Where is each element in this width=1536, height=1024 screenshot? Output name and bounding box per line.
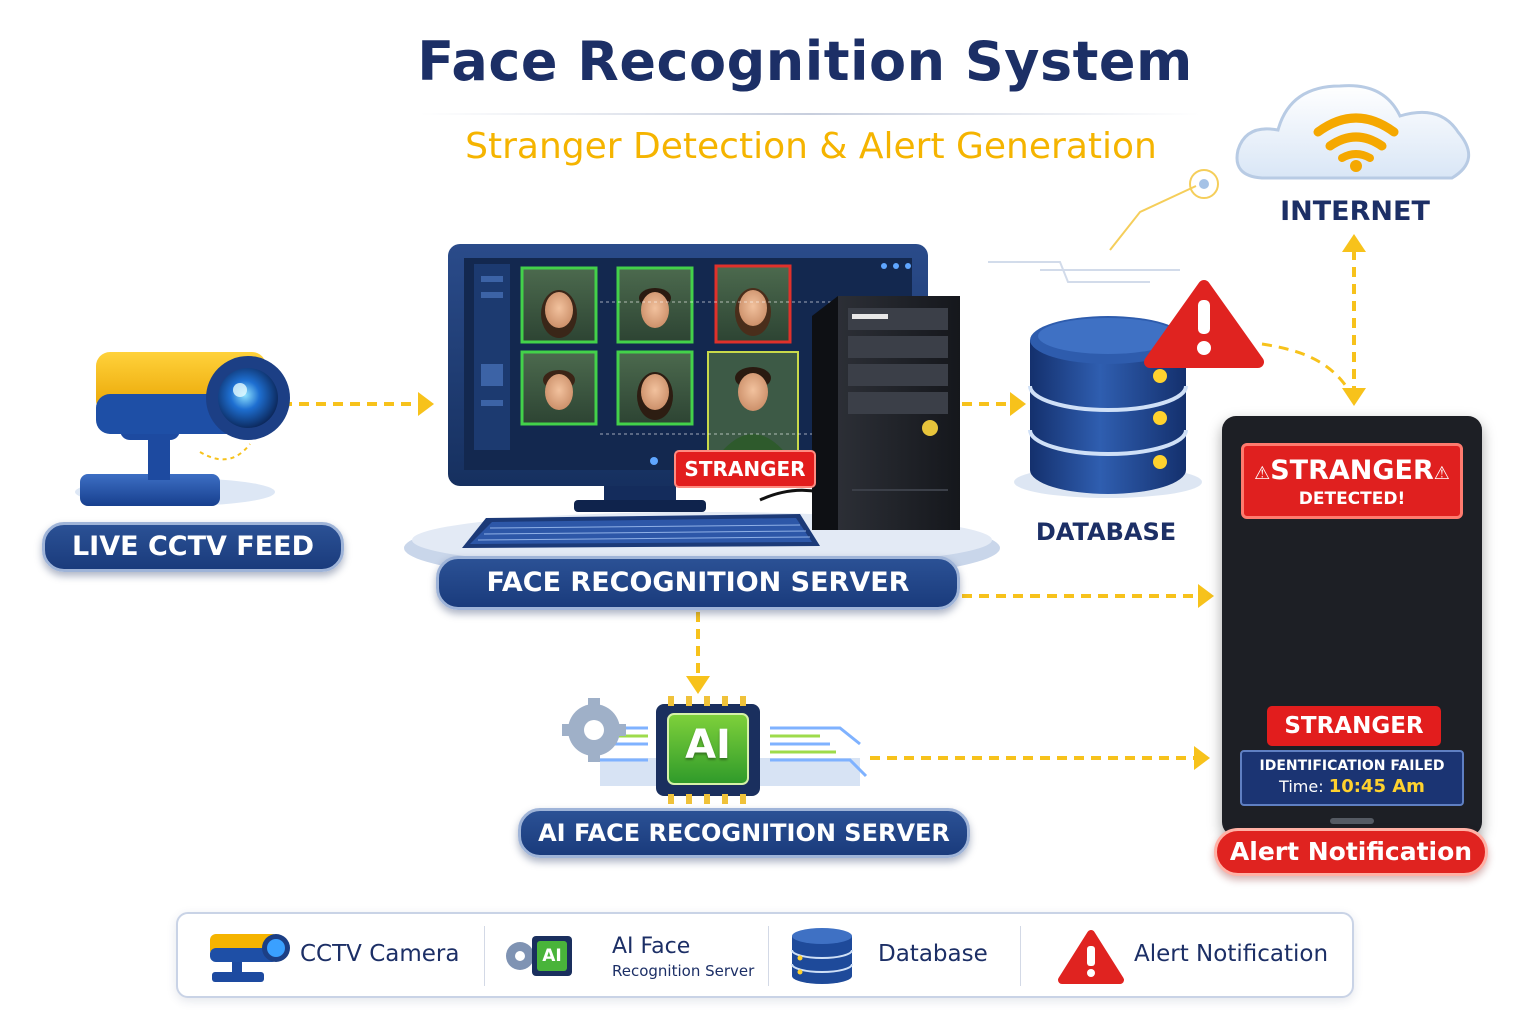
stranger-detected-banner: ⚠STRANGER⚠ DETECTED! — [1241, 443, 1463, 519]
legend-cctv-camera-icon — [210, 934, 290, 982]
time-label: Time: — [1279, 777, 1324, 796]
legend-ai-chip-text: AI — [542, 946, 562, 966]
server-stranger-tag: STRANGER — [674, 450, 816, 488]
live-cctv-feed-label: LIVE CCTV FEED — [42, 522, 344, 572]
warning-icon: ⚠ — [1254, 463, 1271, 484]
banner-subtitle: DETECTED! — [1298, 489, 1406, 509]
legend-label-alert: Alert Notification — [1134, 941, 1329, 967]
legend-label-cctv: CCTV Camera — [300, 941, 460, 967]
flow-arrows — [282, 250, 1356, 760]
network-sketch — [988, 169, 1219, 283]
banner-title: ⚠STRANGER⚠ — [1254, 455, 1450, 486]
cctv-camera-icon — [75, 352, 290, 506]
server-tower — [759, 296, 960, 530]
arrow-alert-to-phone — [1261, 342, 1352, 393]
face-recognition-server-label: FACE RECOGNITION SERVER — [436, 556, 960, 610]
legend-database-icon — [791, 928, 853, 984]
phone-stranger-tag: STRANGER — [1267, 706, 1441, 746]
arrow-heads — [418, 234, 1366, 770]
phone-home-indicator — [1330, 818, 1374, 824]
identification-status: IDENTIFICATION FAILED — [1259, 758, 1445, 774]
alert-icon — [1144, 280, 1264, 368]
face-thumbnails — [520, 264, 799, 457]
internet-cloud-icon — [1235, 84, 1470, 180]
ai-face-recognition-server-label: AI FACE RECOGNITION SERVER — [518, 808, 970, 858]
page-title: Face Recognition System — [417, 30, 1193, 93]
warning-icon: ⚠ — [1433, 463, 1450, 484]
time-value: 10:45 Am — [1328, 776, 1425, 797]
legend-divider — [1020, 926, 1021, 986]
legend-divider — [484, 926, 485, 986]
ai-chip-label: AI — [685, 722, 731, 768]
legend-label-ai: AI Face — [612, 934, 691, 959]
alert-notification-label: Alert Notification — [1214, 828, 1488, 876]
identification-panel: IDENTIFICATION FAILED Time: 10:45 Am — [1240, 750, 1464, 806]
legend: CCTV Camera AI AI Face Recognition Serve… — [176, 912, 1354, 998]
page-subtitle: Stranger Detection & Alert Generation — [465, 126, 1157, 167]
alert-time: Time: 10:45 Am — [1242, 776, 1462, 797]
database-icon — [1014, 316, 1202, 498]
legend-sublabel-ai: Recognition Server — [612, 962, 755, 980]
legend-alert-icon — [1058, 930, 1124, 984]
keyboard — [462, 514, 820, 548]
database-label: DATABASE — [1035, 518, 1177, 546]
legend-label-database: Database — [878, 941, 988, 967]
legend-ai-icon — [506, 936, 572, 976]
ai-chip-icon — [562, 696, 868, 804]
gear-icon — [562, 698, 626, 762]
legend-divider — [768, 926, 769, 986]
title-divider — [420, 113, 1200, 115]
internet-label: INTERNET — [1280, 196, 1430, 227]
